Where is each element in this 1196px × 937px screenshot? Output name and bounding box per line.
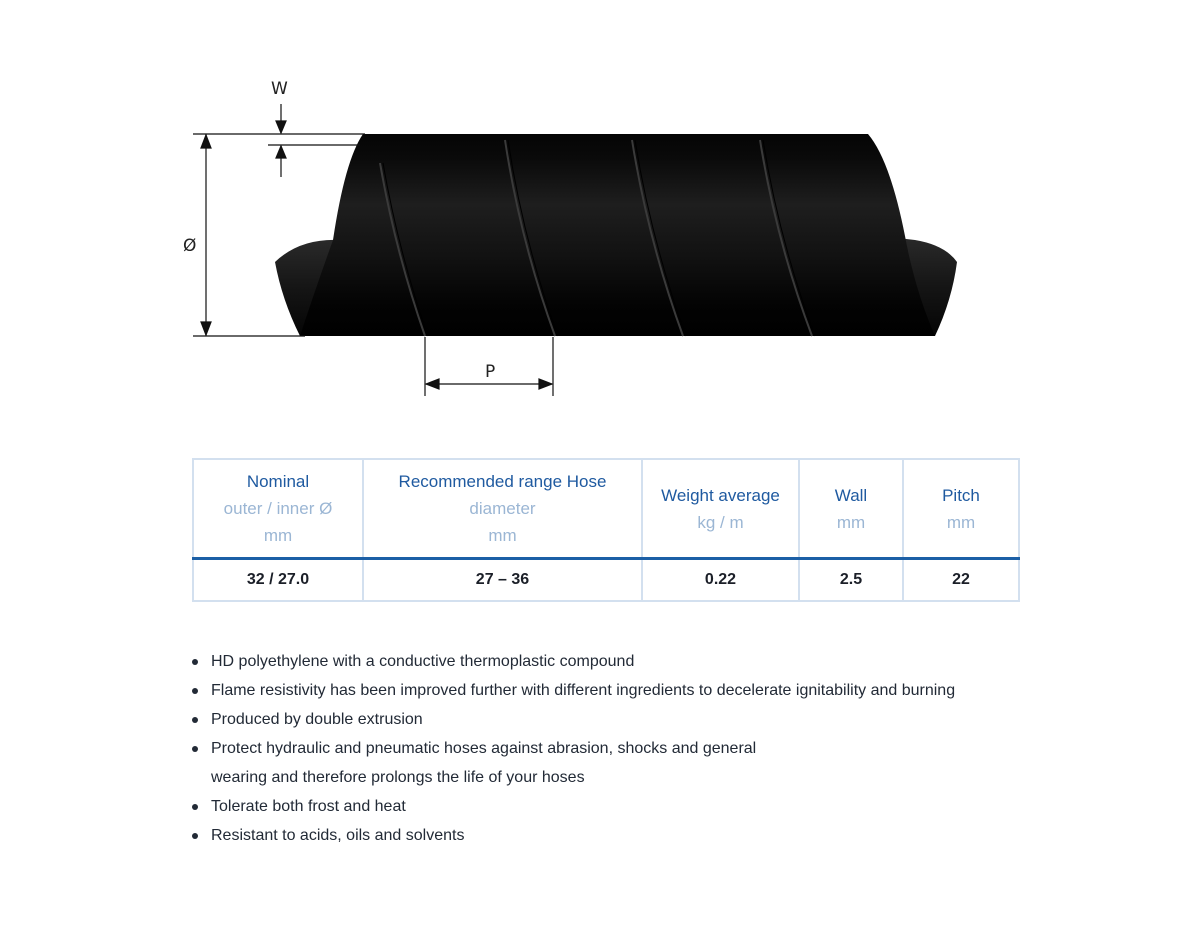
header-wall: Wall mm: [798, 458, 904, 560]
diameter-dimension-label: Ø: [183, 236, 197, 256]
table-row: 32 / 27.0 27 – 36 0.22 2.5 22: [192, 557, 1020, 602]
feature-list: HD polyethylene with a conductive thermo…: [192, 647, 955, 850]
feature-item: Flame resistivity has been improved furt…: [192, 676, 955, 705]
cell-recommended-range: 27 – 36: [362, 557, 643, 602]
feature-item: Resistant to acids, oils and solvents: [192, 821, 955, 850]
wall-dimension-label: W: [271, 79, 288, 99]
pitch-dimension-label: P: [485, 362, 496, 382]
cell-wall: 2.5: [798, 557, 904, 602]
cell-weight: 0.22: [641, 557, 800, 602]
header-weight-average: Weight average kg / m: [641, 458, 800, 560]
header-recommended-range: Recommended range Hose diameter mm: [362, 458, 643, 560]
table-header-row: Nominal outer / inner Ø mm Recommended r…: [192, 458, 1020, 560]
feature-item: Tolerate both frost and heat: [192, 792, 955, 821]
spiral-hose-illustration: [193, 104, 957, 396]
spiral-grooves: [379, 139, 813, 337]
cell-nominal: 32 / 27.0: [192, 557, 364, 602]
spec-table: Nominal outer / inner Ø mm Recommended r…: [192, 458, 1020, 602]
header-pitch: Pitch mm: [902, 458, 1020, 560]
cell-pitch: 22: [902, 557, 1020, 602]
dimension-lines: [193, 104, 554, 396]
feature-item: Produced by double extrusion: [192, 705, 955, 734]
feature-item: HD polyethylene with a conductive thermo…: [192, 647, 955, 676]
feature-item: Protect hydraulic and pneumatic hoses ag…: [192, 734, 955, 792]
header-nominal: Nominal outer / inner Ø mm: [192, 458, 364, 560]
spiral-guard-diagram: W Ø P: [0, 0, 1196, 420]
